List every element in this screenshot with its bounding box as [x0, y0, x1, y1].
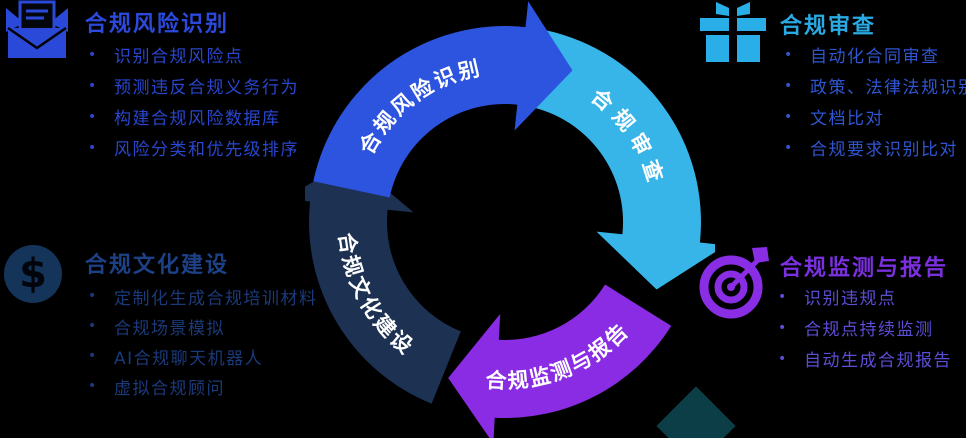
list-item: •合规要求识别比对	[780, 132, 966, 163]
list-item: •AI合规聊天机器人	[84, 341, 318, 371]
bullet-list-review: •自动化合同审查 •政策、法律法规识别 •文档比对 •合规要求识别比对	[780, 39, 966, 163]
svg-text:$: $	[19, 251, 47, 297]
list-item: •构建合规风险数据库	[84, 101, 299, 132]
target-icon	[699, 247, 769, 319]
list-item: •定制化生成合规培训材料	[84, 281, 318, 311]
section-title-monitor: 合规监测与报告	[780, 256, 949, 281]
cycle-arrow-culture	[305, 159, 461, 404]
list-item: •自动生成合规报告	[774, 343, 952, 374]
list-item: •虚拟合规顾问	[84, 371, 318, 401]
list-item: •识别合规风险点	[84, 39, 299, 70]
bullet-dot: •	[88, 288, 97, 304]
bullet-list-risk: •识别合规风险点 •预测违反合规义务行为 •构建合规风险数据库 •风险分类和优先…	[84, 39, 299, 163]
bullet-dot: •	[778, 319, 787, 336]
section-title-risk: 合规风险识别	[85, 12, 230, 37]
list-item: •合规场景模拟	[84, 311, 318, 341]
bullet-dot: •	[88, 77, 97, 94]
cycle-arrow-monitor	[448, 284, 672, 438]
section-title-culture: 合规文化建设	[85, 253, 230, 278]
list-item: •政策、法律法规识别	[780, 70, 966, 101]
section-title-review: 合规审查	[780, 14, 877, 39]
bullet-dot: •	[784, 108, 793, 125]
envelope-icon	[6, 0, 68, 58]
list-item: •风险分类和优先级排序	[84, 132, 299, 163]
bullet-dot: •	[88, 318, 97, 334]
bullet-list-culture: •定制化生成合规培训材料 •合规场景模拟 •AI合规聊天机器人 •虚拟合规顾问	[84, 281, 318, 401]
bullet-list-monitor: •识别违规点 •合规点持续监测 •自动生成合规报告	[774, 281, 952, 374]
bullet-dot: •	[778, 288, 787, 305]
bullet-dot: •	[784, 46, 793, 63]
bullet-dot: •	[778, 350, 787, 367]
list-item: •合规点持续监测	[774, 312, 952, 343]
bullet-dot: •	[88, 139, 97, 156]
bullet-dot: •	[784, 77, 793, 94]
list-item: •文档比对	[780, 101, 966, 132]
cycle-arrow-review	[529, 30, 715, 290]
list-item: •自动化合同审查	[780, 39, 966, 70]
list-item: •识别违规点	[774, 281, 952, 312]
bullet-dot: •	[784, 139, 793, 156]
list-item: •预测违反合规义务行为	[84, 70, 299, 101]
gift-icon	[700, 2, 766, 62]
dollar-icon: $	[4, 245, 62, 303]
bullet-dot: •	[88, 348, 97, 364]
bullet-dot: •	[88, 46, 97, 63]
bullet-dot: •	[88, 108, 97, 125]
cycle-arrow-risk	[313, 1, 573, 198]
bullet-dot: •	[88, 378, 97, 394]
